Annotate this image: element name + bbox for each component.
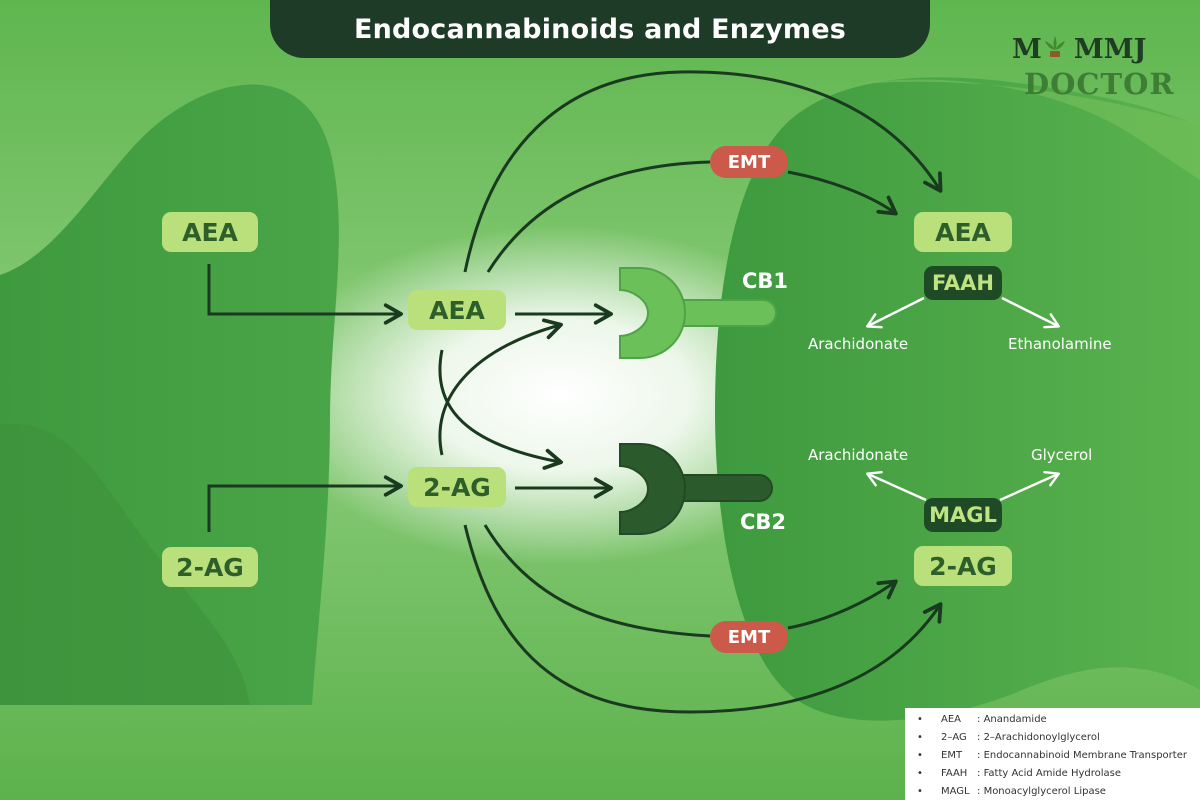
arrow-2ag-emt: [483, 524, 895, 638]
logo-doctor: DOCTOR: [1024, 67, 1175, 101]
cb2-label: CB2: [740, 510, 787, 534]
arrow-aea-cb2: [438, 349, 563, 470]
postsynaptic-neuron: [715, 77, 1200, 721]
legend-abbr: AEA: [941, 714, 961, 725]
magl-product-glycerol: Glycerol: [1031, 446, 1093, 464]
legend-abbr: EMT: [941, 750, 963, 761]
presynaptic-2ag: 2-AG: [162, 547, 258, 587]
legend-item: 2–AG: 2–Arachidonoylglycerol: [905, 729, 1200, 747]
arrow-2ag-release: [207, 475, 403, 532]
faah-product-ethanolamine: Ethanolamine: [1008, 335, 1112, 353]
magl-product-arachidonate: Arachidonate: [808, 446, 909, 464]
magl-enzyme: MAGL: [924, 498, 1002, 532]
logo-letter-m: M: [1012, 34, 1042, 65]
presynaptic-aea: AEA: [162, 212, 258, 252]
presynaptic-shadow: [0, 423, 250, 705]
arrow-aea-release: [207, 264, 403, 325]
legend-item: AEA: Anandamide: [905, 711, 1200, 729]
emt-transporter-bottom: EMT: [710, 621, 788, 653]
arrow-2ag-diffusion: [463, 524, 943, 714]
arrow-magl-arachidonate: [866, 471, 927, 502]
legend-sep: :: [977, 714, 981, 725]
legend-item: MAGL: Monoacylglycerol Lipase: [905, 783, 1200, 800]
legend-text: Fatty Acid Amide Hydrolase: [983, 768, 1122, 779]
cleft-2ag: 2-AG: [408, 467, 506, 507]
title-banner: Endocannabinoids and Enzymes: [270, 0, 930, 58]
cb1-receptor: [619, 267, 777, 359]
legend-sep: :: [977, 786, 981, 797]
legend-text: Endocannabinoid Membrane Transporter: [983, 750, 1187, 761]
emt-transporter-top: EMT: [710, 146, 788, 178]
faah-enzyme: FAAH: [924, 266, 1002, 300]
postsynaptic-aea: AEA: [914, 212, 1012, 252]
legend-item: EMT: Endocannabinoid Membrane Transporte…: [905, 747, 1200, 765]
cb1-label: CB1: [742, 269, 789, 293]
legend-abbr: FAAH: [941, 768, 968, 779]
logo-mmj: MMJ: [1073, 34, 1147, 65]
arrow-2ag-cb1: [438, 318, 563, 456]
arrow-aea-diffusion: [463, 70, 943, 273]
logo-top-line: M MMJ: [1012, 34, 1182, 65]
legend-text: Anandamide: [983, 714, 1047, 725]
legend-sep: :: [977, 732, 981, 743]
legend-sep: :: [977, 768, 981, 779]
cleft-aea: AEA: [408, 290, 506, 330]
cannabis-leaf-icon: [1044, 36, 1065, 57]
legend-sep: :: [977, 750, 981, 761]
arrow-faah-ethanolamine: [1001, 296, 1060, 329]
page-title: Endocannabinoids and Enzymes: [353, 13, 847, 45]
faah-product-arachidonate: Arachidonate: [808, 335, 909, 353]
arrow-faah-arachidonate: [866, 296, 925, 329]
arrow-magl-glycerol: [999, 471, 1060, 502]
arrow-aea-emt: [486, 160, 895, 273]
legend-text: Monoacylglycerol Lipase: [983, 786, 1106, 797]
mmj-doctor-logo: M MMJ DOCTOR: [1012, 20, 1182, 101]
legend-text: 2–Arachidonoylglycerol: [983, 732, 1100, 743]
legend-abbr: MAGL: [941, 786, 970, 797]
cb2-receptor: [619, 443, 773, 535]
legend-abbr: 2–AG: [941, 732, 967, 743]
legend-item: FAAH: Fatty Acid Amide Hydrolase: [905, 765, 1200, 783]
postsynaptic-2ag: 2-AG: [914, 546, 1012, 586]
abbreviation-legend: AEA: Anandamide 2–AG: 2–Arachidonoylglyc…: [905, 708, 1200, 800]
